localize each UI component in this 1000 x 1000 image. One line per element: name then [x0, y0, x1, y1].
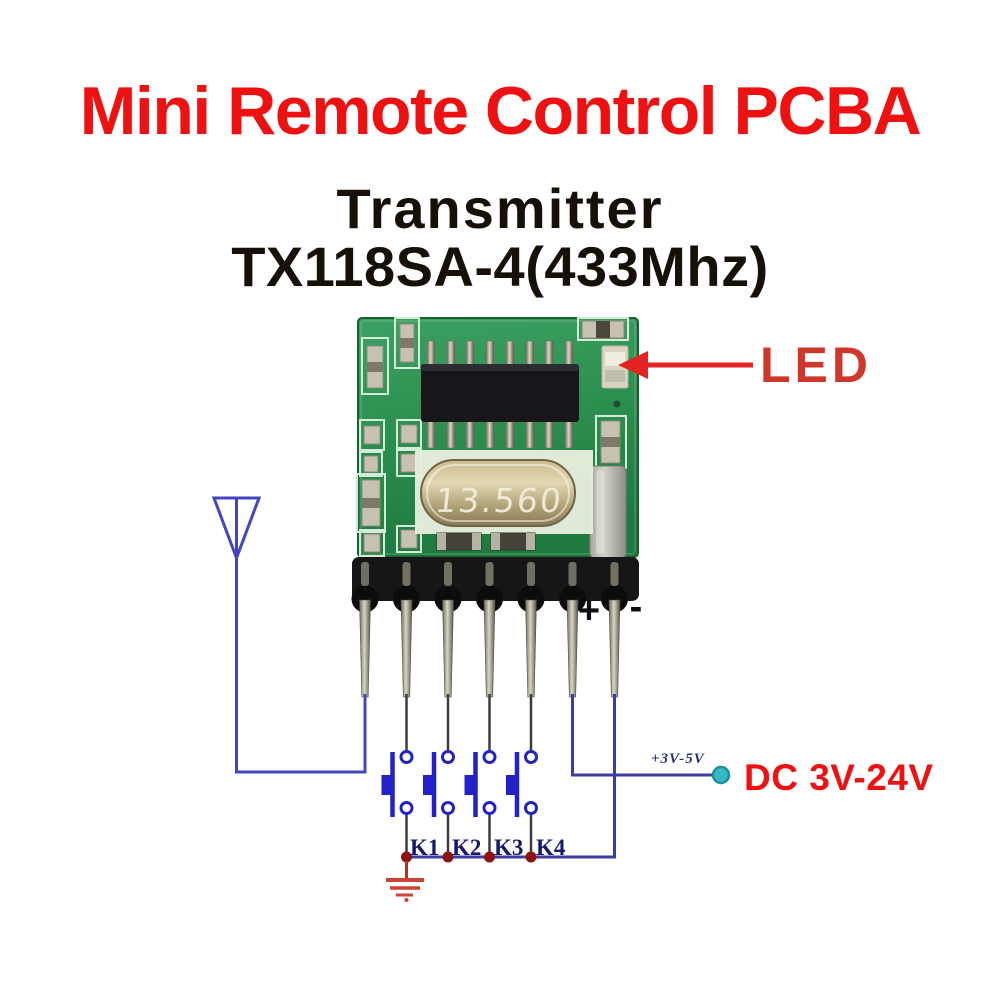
supply-terminal-dot — [711, 765, 731, 785]
plus-pin-label: + — [577, 590, 601, 632]
via-hole — [613, 400, 621, 408]
push-button-k2 — [423, 750, 455, 817]
led-annotation-label: LED — [760, 337, 872, 393]
push-button-k3 — [464, 750, 497, 817]
button-label-k2: K2 — [452, 835, 482, 860]
header-pins — [359, 599, 621, 698]
ic-chip — [421, 340, 579, 449]
ground-symbol — [386, 861, 424, 902]
button-label-k4: K4 — [536, 835, 566, 860]
junction-dot — [442, 851, 454, 863]
silkscreen-outlines — [356, 317, 629, 557]
model-number-label: TX118SA-4(433Mhz) — [231, 235, 769, 298]
pin-header — [351, 557, 639, 698]
antenna-wire — [235, 498, 367, 774]
crystal-oscillator: 13.560 — [415, 450, 593, 551]
product-type-label: Transmitter — [336, 177, 664, 240]
page-title: Mini Remote Control PCBA — [79, 73, 922, 149]
capacitor-component — [589, 465, 627, 559]
ic-body — [421, 364, 579, 422]
button-label-k3: K3 — [494, 835, 524, 860]
junction-dot — [401, 851, 412, 863]
button-top-wires — [405, 694, 533, 751]
minus-pin-label: - — [629, 586, 643, 628]
supply-range-label: DC 3V-24V — [744, 757, 934, 798]
button-bottom-wires — [405, 813, 533, 855]
push-button-k4 — [506, 750, 538, 817]
junction-dot — [525, 851, 537, 863]
wiring-schematic — [211, 496, 731, 902]
led-component — [601, 345, 629, 389]
led-pointer-arrow — [618, 351, 753, 379]
supply-pin-voltage-label: +3V-5V — [651, 751, 705, 767]
crystal-frequency-label: 13.560 — [433, 481, 565, 520]
supply-wire — [571, 694, 713, 777]
pcb-module: 13.560 — [351, 317, 639, 698]
ic-leads — [426, 340, 574, 449]
push-button-k1 — [381, 750, 414, 817]
junction-dot — [484, 851, 495, 863]
ground-rail-wire — [406, 694, 616, 859]
smd-components — [361, 320, 625, 553]
button-label-k1: K1 — [410, 835, 440, 860]
